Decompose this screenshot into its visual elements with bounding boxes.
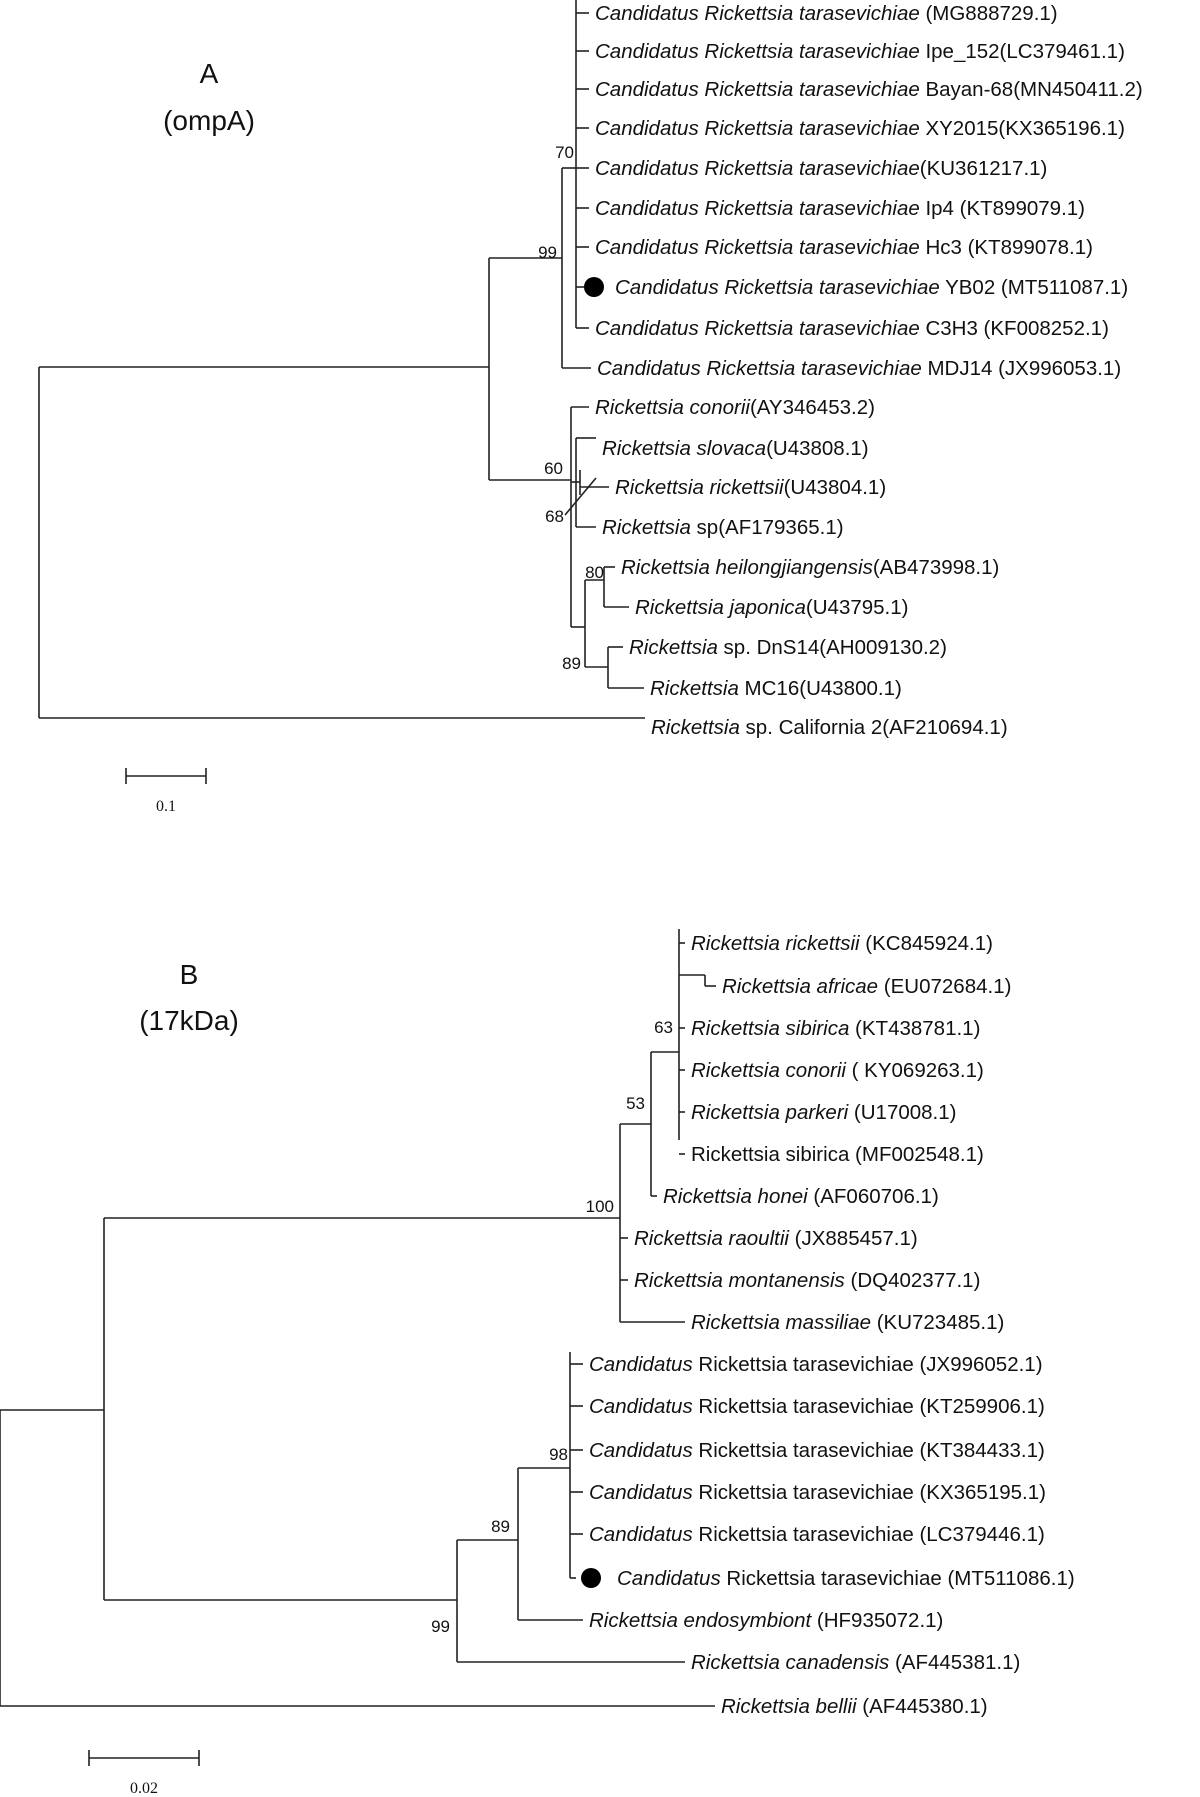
bootstrap-values-a: 70 99 60 68 80 89	[538, 143, 604, 673]
bootstrap-value: 53	[626, 1094, 645, 1113]
leaf-label: Candidatus Rickettsia tarasevichiae Ip4 …	[595, 197, 1085, 220]
bootstrap-value: 89	[562, 654, 581, 673]
bootstrap-value: 99	[538, 243, 557, 262]
bootstrap-value: 99	[431, 1617, 450, 1636]
leaf-label: Rickettsia conorii(AY346453.2)	[595, 396, 875, 419]
sequence-marker-dot	[584, 277, 604, 297]
leaf-label: Candidatus Rickettsia tarasevichiae Hc3 …	[595, 236, 1093, 259]
bootstrap-value: 98	[549, 1445, 568, 1464]
leaf-label: Rickettsia canadensis (AF445381.1)	[691, 1651, 1020, 1674]
tree-panel-ompA: A (ompA) Candidatus Rickettsia tarasevic…	[38, 0, 1143, 815]
panel-gene-ompa: (ompA)	[163, 105, 255, 136]
tree-leaves-a: Candidatus Rickettsia tarasevichiae (MG8…	[584, 2, 1143, 739]
leaf-label: Rickettsia rickettsii(U43804.1)	[615, 476, 886, 499]
leaf-label: Rickettsia rickettsii (KC845924.1)	[691, 932, 993, 955]
panel-label-a: A	[200, 58, 219, 89]
leaf-label: Rickettsia MC16(U43800.1)	[650, 677, 902, 700]
leaf-label: Rickettsia sibirica (KT438781.1)	[691, 1017, 980, 1040]
tree-panel-17kda: B (17kDa) Rickettsia rickettsii (KC84592…	[0, 929, 1075, 1797]
leaf-label: Candidatus Rickettsia tarasevichiae (MT5…	[617, 1567, 1075, 1590]
scale-bar-label-b: 0.02	[130, 1780, 158, 1797]
scale-bar-label-a: 0.1	[156, 798, 176, 815]
leaf-label: Rickettsia parkeri (U17008.1)	[691, 1101, 956, 1124]
leaf-label: Candidatus Rickettsia tarasevichiae Ipe_…	[595, 40, 1125, 63]
leaf-label: Candidatus Rickettsia tarasevichiae C3H3…	[595, 317, 1109, 340]
leaf-label: Rickettsia conorii ( KY069263.1)	[691, 1059, 984, 1082]
bootstrap-value: 63	[654, 1018, 673, 1037]
leaf-label: Rickettsia sp. DnS14(AH009130.2)	[629, 636, 947, 659]
leaf-label: Rickettsia sp(AF179365.1)	[602, 516, 844, 539]
leaf-label: Rickettsia africae (EU072684.1)	[722, 975, 1011, 998]
bootstrap-value: 89	[491, 1517, 510, 1536]
leaf-label: Candidatus Rickettsia tarasevichiae (LC3…	[589, 1523, 1045, 1546]
scale-bar-a: 0.1	[125, 768, 207, 815]
leaf-label: Candidatus Rickettsia tarasevichiae (KT2…	[589, 1395, 1045, 1418]
tree-branch	[564, 477, 597, 516]
leaf-label: Rickettsia endosymbiont (HF935072.1)	[589, 1609, 943, 1632]
leaf-label: Rickettsia slovaca(U43808.1)	[602, 437, 869, 460]
leaf-label: Candidatus Rickettsia tarasevichiae MDJ1…	[597, 357, 1121, 380]
sequence-marker-dot	[581, 1568, 601, 1588]
bootstrap-values-b: 63 53 100 98 89 99	[431, 1018, 673, 1636]
leaf-label: Candidatus Rickettsia tarasevichiae YB02…	[615, 276, 1128, 299]
leaf-label: Rickettsia massiliae (KU723485.1)	[691, 1311, 1004, 1334]
leaf-label: Rickettsia honei (AF060706.1)	[663, 1185, 939, 1208]
tree-branches-a	[38, 0, 645, 719]
panel-label-b: B	[180, 959, 199, 990]
leaf-label: Candidatus Rickettsia tarasevichiae (KT3…	[589, 1439, 1045, 1462]
bootstrap-value: 60	[544, 459, 563, 478]
leaf-label: Rickettsia sp. California 2(AF210694.1)	[651, 716, 1008, 739]
leaf-label: Candidatus Rickettsia tarasevichiae(KU36…	[595, 157, 1047, 180]
bootstrap-value: 68	[545, 507, 564, 526]
panel-gene-17kda: (17kDa)	[139, 1005, 239, 1036]
leaf-label: Candidatus Rickettsia tarasevichiae (MG8…	[595, 2, 1058, 25]
leaf-label: Rickettsia raoultii (JX885457.1)	[634, 1227, 918, 1250]
leaf-label: Rickettsia bellii (AF445380.1)	[721, 1695, 988, 1718]
tree-branches-b	[0, 929, 716, 1707]
leaf-label: Rickettsia japonica(U43795.1)	[635, 596, 908, 619]
leaf-label: Candidatus Rickettsia tarasevichiae XY20…	[595, 117, 1125, 140]
leaf-label: Candidatus Rickettsia tarasevichiae (KX3…	[589, 1481, 1046, 1504]
bootstrap-value: 100	[586, 1197, 614, 1216]
tree-leaves-b: Rickettsia rickettsii (KC845924.1) Ricket…	[581, 932, 1075, 1718]
scale-bar-b: 0.02	[88, 1750, 200, 1797]
bootstrap-value: 70	[555, 143, 574, 162]
leaf-label: Rickettsia heilongjiangensis(AB473998.1)	[621, 556, 999, 579]
leaf-label: Rickettsia montanensis (DQ402377.1)	[634, 1269, 980, 1292]
bootstrap-value: 80	[585, 563, 604, 582]
leaf-label: Candidatus Rickettsia tarasevichiae Baya…	[595, 78, 1143, 101]
leaf-label: Rickettsia sibirica (MF002548.1)	[691, 1143, 984, 1166]
leaf-label: Candidatus Rickettsia tarasevichiae (JX9…	[589, 1353, 1043, 1376]
